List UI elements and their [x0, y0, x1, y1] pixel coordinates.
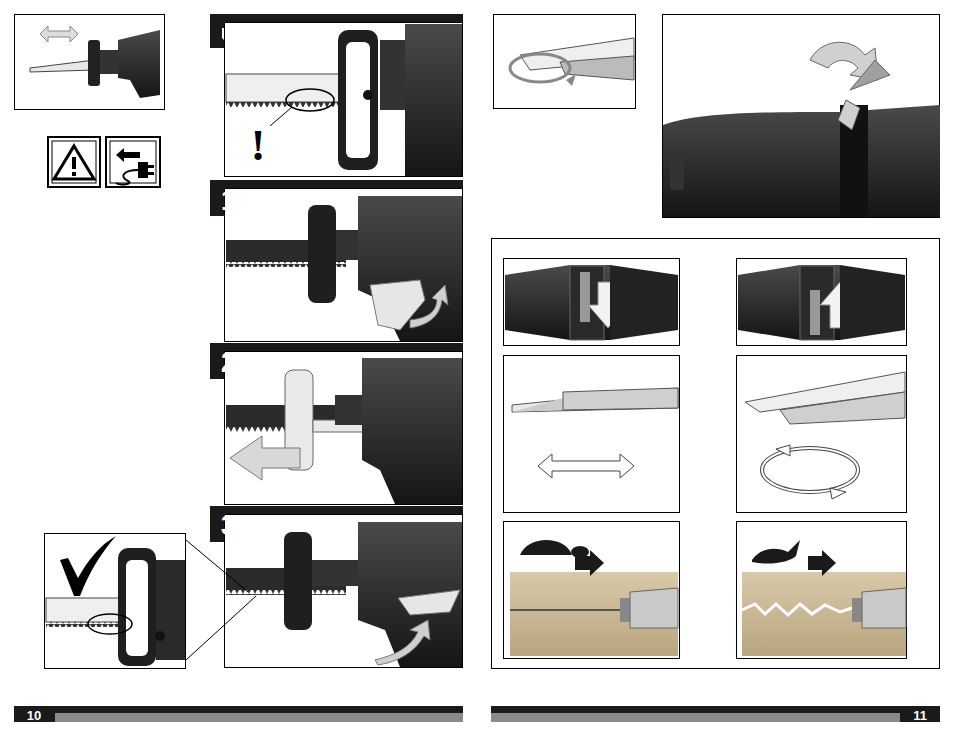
- blade-insert-figure: [15, 15, 165, 110]
- step-number: 3: [221, 510, 238, 540]
- orbital-switch-figure: [662, 14, 940, 218]
- step-panel: [210, 180, 463, 342]
- step-panel: [210, 343, 463, 505]
- warning-icons: [48, 137, 160, 187]
- step-number: 2: [221, 347, 238, 377]
- page-number: 10: [27, 709, 41, 722]
- correct-check-figure: [45, 534, 186, 669]
- blade-check-panel: [210, 14, 463, 177]
- page-number: 11: [913, 709, 927, 722]
- blade-rotation-figure: [494, 15, 636, 109]
- orbital-settings-panel: [491, 238, 940, 669]
- step-number: 1: [221, 185, 238, 215]
- step-panel: [186, 506, 463, 668]
- attention-mark: !: [251, 124, 266, 168]
